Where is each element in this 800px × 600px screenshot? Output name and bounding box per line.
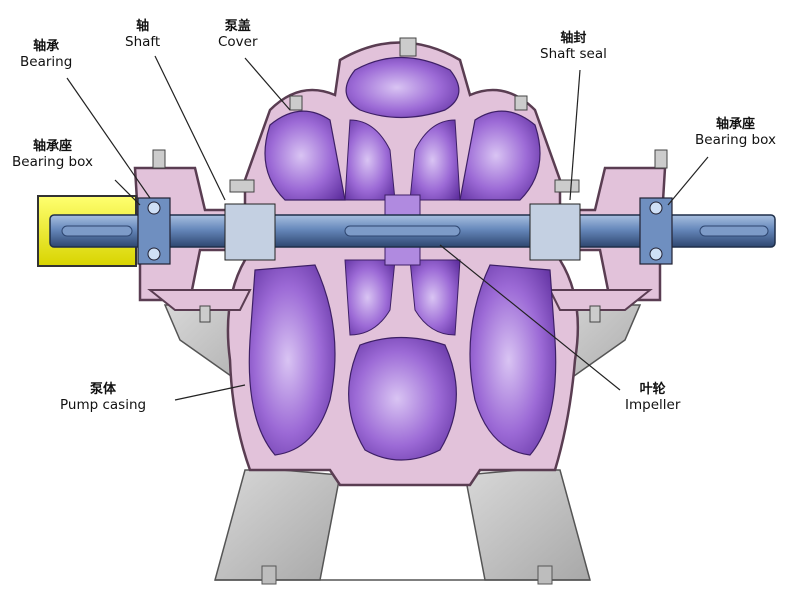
shaft-seals bbox=[224, 179, 581, 261]
label-bearing-en: Bearing bbox=[20, 53, 73, 70]
label-shaft-seal-zh: 轴封 bbox=[560, 31, 587, 46]
label-shaft: 轴 Shaft bbox=[125, 19, 161, 50]
label-bearing: 轴承 Bearing bbox=[20, 39, 73, 70]
label-pump-casing-zh: 泵体 bbox=[90, 382, 117, 397]
label-bearing-box-right: 轴承座 Bearing box bbox=[695, 117, 776, 148]
label-pump-casing: 泵体 Pump casing bbox=[60, 382, 147, 413]
label-impeller-zh: 叶轮 bbox=[639, 382, 666, 397]
label-bearing-box-right-en: Bearing box bbox=[695, 131, 776, 148]
label-bearing-zh: 轴承 bbox=[33, 39, 60, 54]
label-shaft-seal-en: Shaft seal bbox=[540, 45, 607, 62]
label-cover-en: Cover bbox=[218, 33, 258, 50]
bearings bbox=[137, 197, 673, 265]
label-bearing-box-right-zh: 轴承座 bbox=[715, 117, 755, 132]
label-bearing-box-left-zh: 轴承座 bbox=[32, 139, 72, 154]
label-cover-zh: 泵盖 bbox=[224, 19, 251, 34]
label-impeller: 叶轮 Impeller bbox=[625, 382, 681, 413]
label-bearing-box-left-en: Bearing box bbox=[12, 153, 93, 170]
label-shaft-seal: 轴封 Shaft seal bbox=[540, 31, 607, 62]
label-shaft-zh: 轴 bbox=[136, 19, 150, 34]
label-bearing-box-left: 轴承座 Bearing box bbox=[12, 139, 93, 170]
label-impeller-en: Impeller bbox=[625, 396, 681, 413]
label-pump-casing-en: Pump casing bbox=[60, 396, 147, 413]
label-shaft-en: Shaft bbox=[125, 33, 161, 50]
label-cover: 泵盖 Cover bbox=[218, 19, 258, 50]
leader-lines bbox=[66, 55, 709, 401]
